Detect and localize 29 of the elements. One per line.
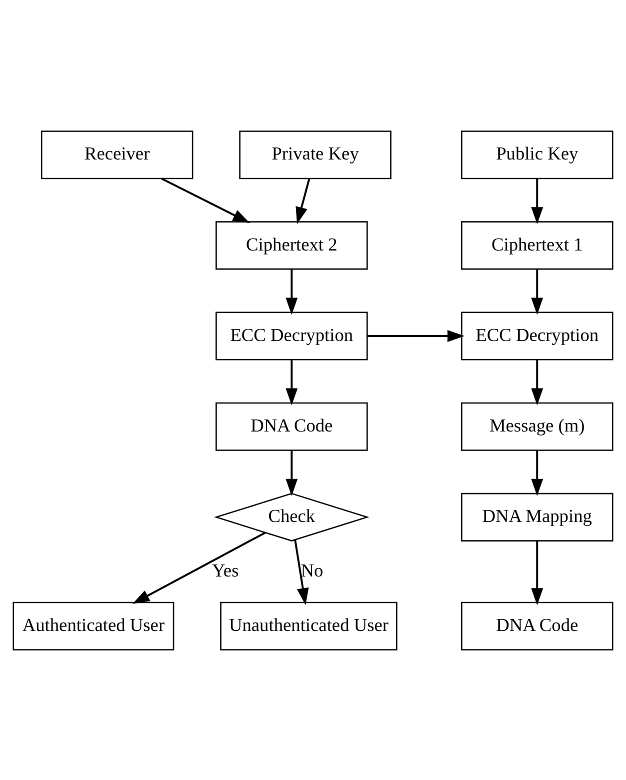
arrow <box>286 268 298 314</box>
node-box: DNA Code <box>461 601 614 650</box>
node-box: Unauthenticated User <box>220 601 398 650</box>
node-box: Ciphertext 1 <box>461 220 614 270</box>
node-box: DNA Mapping <box>461 492 614 541</box>
arrow <box>161 177 250 223</box>
arrow <box>286 450 298 496</box>
node-diamond: Check <box>214 492 370 541</box>
arrow <box>294 539 309 605</box>
arrow <box>132 531 266 604</box>
node-box: ECC Decryption <box>216 311 368 360</box>
node-box: DNA Code <box>216 402 368 450</box>
node-box: Message (m) <box>461 402 614 450</box>
edge-label: Yes <box>212 560 239 580</box>
arrow <box>531 178 544 224</box>
arrow <box>531 450 544 496</box>
arrow <box>531 359 544 405</box>
arrow <box>367 330 465 342</box>
node-box: Public Key <box>461 130 614 179</box>
node-box: ECC Decryption <box>461 311 614 360</box>
edge-label: No <box>300 560 324 580</box>
arrow <box>296 178 310 224</box>
arrow <box>531 540 544 605</box>
node-box: Receiver <box>40 130 194 179</box>
node-box: Authenticated User <box>12 601 174 650</box>
arrow <box>286 359 298 405</box>
node-box: Private Key <box>239 130 392 179</box>
arrow <box>531 268 544 314</box>
node-box: Ciphertext 2 <box>216 220 368 270</box>
